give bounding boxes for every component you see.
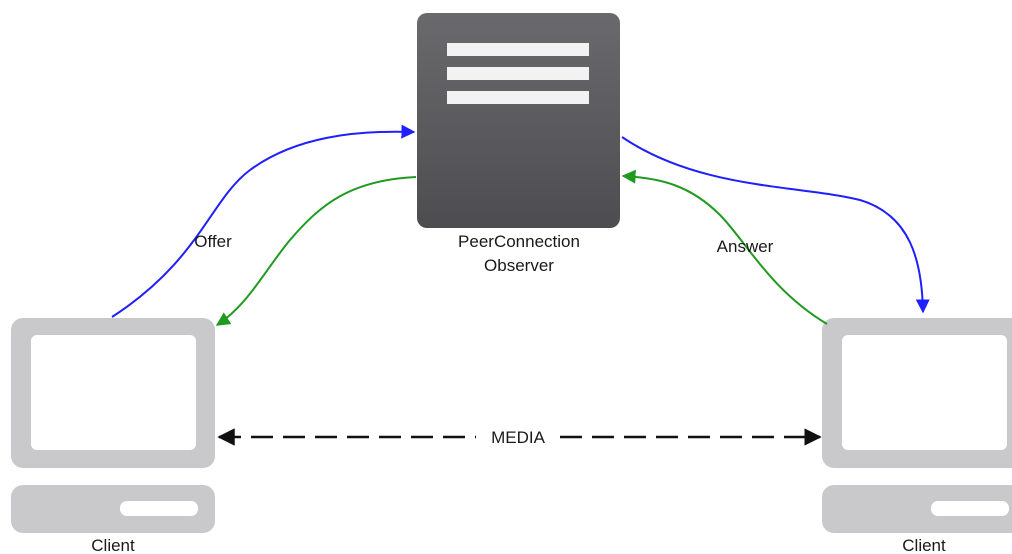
server-slot-1 [447, 43, 589, 56]
monitor-screen [31, 335, 196, 450]
server-icon [417, 13, 620, 228]
server-slot-2 [447, 67, 589, 80]
answer-arrow [621, 169, 828, 325]
client-left-node: Client [11, 318, 215, 554]
forward-offer-arrow [621, 136, 930, 314]
desktop-computer-icon [11, 318, 215, 533]
server-node: PeerConnection Observer [417, 13, 620, 275]
drive-slot [120, 501, 198, 516]
answer-label: Answer [717, 237, 774, 256]
client-right-node: Client [822, 318, 1012, 554]
drive-slot [931, 501, 1009, 516]
client-left-label: Client [91, 536, 135, 554]
offer-label: Offer [194, 232, 232, 251]
offer-arrow [111, 124, 416, 318]
server-label-line1: PeerConnection [458, 232, 580, 251]
desktop-computer-icon [822, 318, 1012, 533]
computer-base [822, 485, 1012, 533]
client-right-label: Client [902, 536, 946, 554]
computer-base [11, 485, 215, 533]
media-label: MEDIA [491, 428, 546, 447]
forward-answer-arrow [215, 176, 417, 326]
server-slot-3 [447, 91, 589, 104]
server-label-line2: Observer [484, 256, 554, 275]
monitor-screen [842, 335, 1007, 450]
